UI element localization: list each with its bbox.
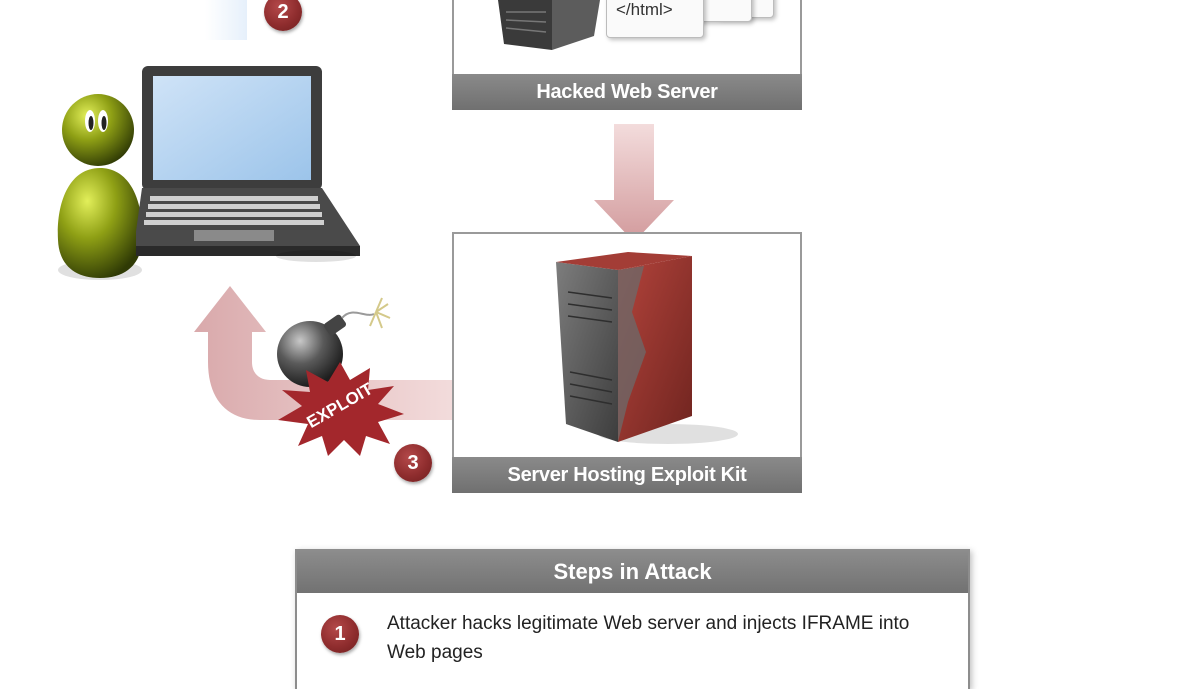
top-left-graphic-fragment [205, 0, 247, 40]
steps-table: Steps in Attack 1 Attacker hacks legitim… [295, 549, 970, 689]
server-icon [498, 0, 600, 50]
steps-table-title: Steps in Attack [297, 551, 968, 593]
steps-table-row-text-1: Attacker hacks legitimate Web server and… [387, 613, 910, 663]
step-badge-2: 2 [264, 0, 302, 31]
infected-server-icon [556, 252, 738, 444]
html-page-icon [606, 0, 704, 38]
exploit-burst [278, 362, 404, 456]
hacked-web-server-label: Hacked Web Server [452, 74, 802, 110]
bomb-icon [277, 297, 391, 387]
exploit-kit-server-label: Server Hosting Exploit Kit [452, 457, 802, 493]
exploit-arrow [194, 286, 454, 420]
laptop-icon [136, 66, 360, 262]
step-badge-3: 3 [394, 444, 432, 482]
user-figure-icon [57, 94, 143, 280]
steps-table-row-badge-1: 1 [321, 615, 359, 653]
html-code-snippet: </html> [616, 0, 673, 19]
infection-arrow [594, 124, 674, 242]
